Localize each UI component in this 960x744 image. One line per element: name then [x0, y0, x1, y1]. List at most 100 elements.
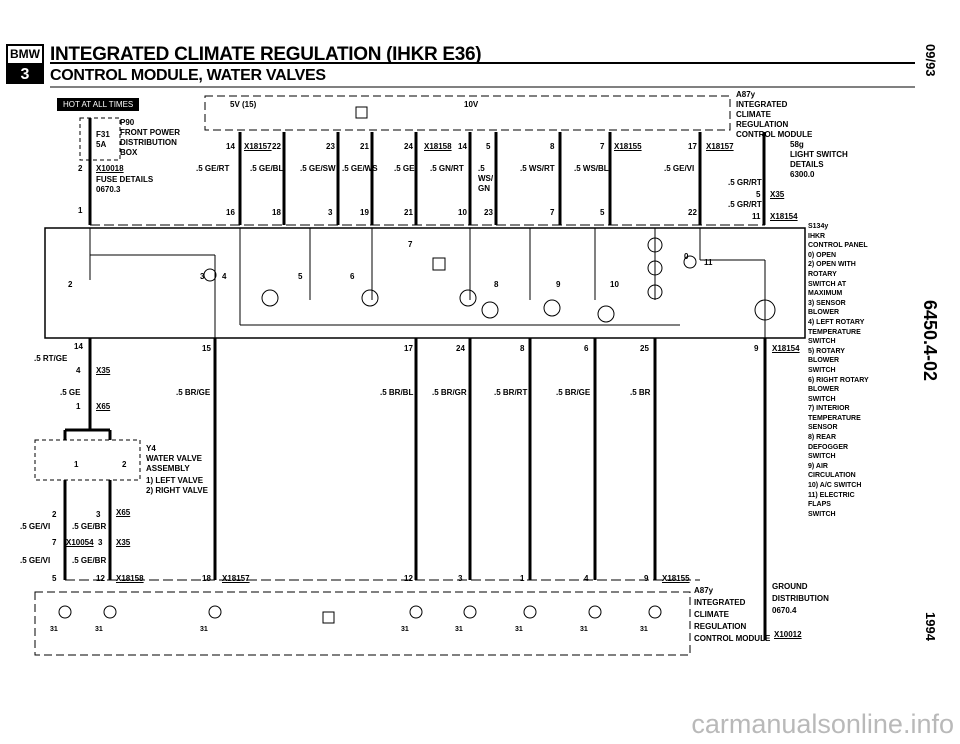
- light-switch-wire-1: .5 GR/RT: [728, 178, 762, 187]
- top-pin-5: 5: [486, 142, 491, 151]
- light-switch-ref: 58g: [790, 140, 804, 149]
- legend-item: 0) OPEN: [808, 251, 837, 259]
- legend-item: SWITCH: [808, 395, 836, 403]
- control-panel-legend: S134y IHKR CONTROL PANEL 0) OPEN 2) OPEN…: [808, 222, 869, 519]
- pin-31: 31: [401, 626, 409, 633]
- module-ref-top: A87y: [736, 90, 756, 99]
- legend-item: SWITCH: [808, 366, 836, 374]
- top-pin-14: 14: [226, 142, 235, 151]
- panel-num-4: 4: [222, 272, 227, 281]
- legend-item: 6) RIGHT ROTARY: [808, 376, 869, 384]
- legend-item: DEFOGGER: [808, 443, 849, 451]
- page-title: INTEGRATED CLIMATE REGULATION (IHKR E36): [50, 44, 482, 65]
- legend-item: FLAPS: [808, 501, 831, 509]
- valve-num-2: 2: [122, 460, 127, 469]
- valve-item-1: 1) LEFT VALVE: [146, 476, 204, 485]
- voltage-10v: 10V: [464, 100, 479, 109]
- legend-item: SENSOR: [808, 424, 838, 432]
- fuse-pin-1: 1: [78, 206, 83, 215]
- bus-pin-19: 19: [360, 208, 369, 217]
- wire-ge-bl: .5 GE/BL: [250, 164, 284, 173]
- ll-pin-12: 12: [96, 574, 105, 583]
- module-line-3: REGULATION: [736, 120, 789, 129]
- voltage-5v: 5V (15): [230, 100, 257, 109]
- mid-x65: X65: [96, 402, 111, 411]
- br-pin-18: 18: [202, 574, 211, 583]
- mid-x35: X35: [96, 366, 111, 375]
- fuse-connector: X10018: [96, 164, 124, 173]
- panel-num-9: 9: [556, 280, 561, 289]
- legend-item: 11) ELECTRIC: [808, 491, 855, 499]
- mid-pin-8: 8: [520, 344, 525, 353]
- module-line-1: INTEGRATED: [736, 100, 788, 109]
- ll-wire-ge-br2: .5 GE/BR: [72, 556, 107, 565]
- fuse-box-ref: P90: [120, 118, 135, 127]
- ll-wire-ge-br: .5 GE/BR: [72, 522, 107, 531]
- ll-x35: X35: [116, 538, 131, 547]
- wire-ws-bl: .5 WS/BL: [574, 164, 609, 173]
- fuse-number: F31: [96, 130, 110, 139]
- mid-wire-br-gr: .5 BR/GR: [432, 388, 467, 397]
- br-x18157: X18157: [222, 574, 250, 583]
- valve-ref: Y4: [146, 444, 156, 453]
- ll-pin-7: 7: [52, 538, 57, 547]
- light-switch-wire-2: .5 GR/RT: [728, 200, 762, 209]
- wire-gn-rt: .5 GN/RT: [430, 164, 464, 173]
- br-module-line-1: INTEGRATED: [694, 598, 746, 607]
- legend-item: ROTARY: [808, 270, 837, 278]
- top-conn-x18155: X18155: [614, 142, 642, 151]
- series-number: 3: [8, 65, 42, 84]
- br-pin-1: 1: [520, 574, 525, 583]
- fuse-line-1: FRONT POWER: [120, 128, 180, 137]
- bus-pin-10: 10: [458, 208, 467, 217]
- mid-wire-br: .5 BR: [630, 388, 651, 397]
- legend-item: 4) LEFT ROTARY: [808, 318, 865, 326]
- legend-item: SWITCH: [808, 510, 836, 518]
- pin-31: 31: [515, 626, 523, 633]
- bus-pin-3: 3: [328, 208, 333, 217]
- legend-item: 7) INTERIOR: [808, 405, 850, 413]
- mid-x18154: X18154: [772, 344, 800, 353]
- bus-pin-23: 23: [484, 208, 493, 217]
- gnd-x10012: X10012: [774, 630, 802, 639]
- legend-item: 5) ROTARY: [808, 347, 845, 355]
- wire-ws-rt: .5 WS/RT: [520, 164, 555, 173]
- gnd-line-1: GROUND: [772, 582, 808, 591]
- br-module-ref: A87y: [694, 586, 714, 595]
- fuse-amps: 5A: [96, 140, 107, 149]
- bus-pin-11: 11: [752, 212, 761, 221]
- ll-pin-5: 5: [52, 574, 57, 583]
- br-pin-4: 4: [584, 574, 589, 583]
- light-switch-x18154: X18154: [770, 212, 798, 221]
- wire-ws-gn: .5 WS/ GN: [478, 164, 494, 193]
- legend-item: SWITCH: [808, 453, 836, 461]
- valve-item-2: 2) RIGHT VALVE: [146, 486, 208, 495]
- mid-pin-1: 1: [76, 402, 81, 411]
- br-pin-9: 9: [644, 574, 649, 583]
- panel-num-0: 0: [684, 252, 689, 261]
- light-switch-x35: X35: [770, 190, 785, 199]
- br-pin-12: 12: [404, 574, 413, 583]
- mid-pin-14: 14: [74, 342, 83, 351]
- pin-31: 31: [640, 626, 648, 633]
- legend-item: 3) SENSOR: [808, 299, 846, 307]
- bus-pin-16: 16: [226, 208, 235, 217]
- valve-num-1: 1: [74, 460, 79, 469]
- panel-num-2: 2: [68, 280, 73, 289]
- wire-ge-ws: .5 GE/WS: [342, 164, 378, 173]
- pin-31: 31: [455, 626, 463, 633]
- ll-x65: X65: [116, 508, 131, 517]
- mid-pin-6: 6: [584, 344, 589, 353]
- mid-pin-24: 24: [456, 344, 465, 353]
- legend-item: 8) REAR: [808, 434, 837, 442]
- pin-31: 31: [95, 626, 103, 633]
- top-pin-8: 8: [550, 142, 555, 151]
- mid-wire-br-ge2: .5 BR/GE: [556, 388, 591, 397]
- br-module-line-4: CONTROL MODULE: [694, 634, 771, 643]
- bus-pin-18: 18: [272, 208, 281, 217]
- legend-item: TEMPERATURE: [808, 328, 861, 336]
- fuse-details-ref: 0670.3: [96, 185, 121, 194]
- gnd-line-3: 0670.4: [772, 606, 797, 615]
- panel-num-11: 11: [704, 258, 713, 267]
